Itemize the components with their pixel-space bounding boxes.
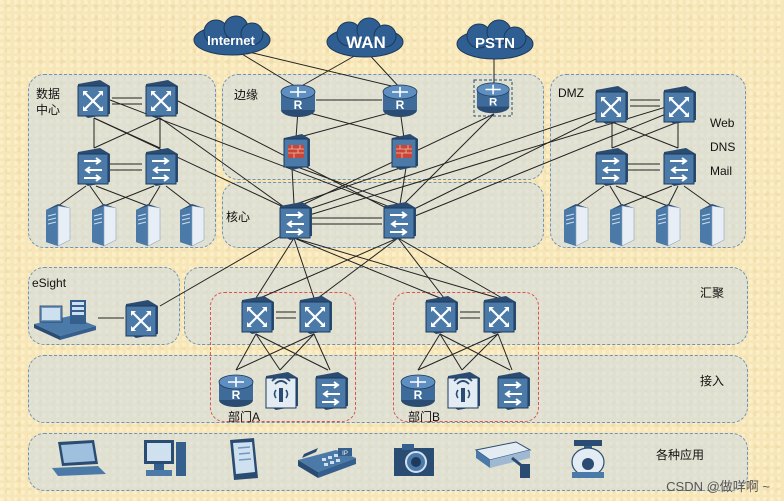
access-label: 接入 (700, 374, 725, 388)
camera-icon (394, 444, 434, 476)
dmz-server-4-icon (699, 203, 725, 247)
wan-label: WAN (346, 33, 386, 52)
aggregation-zone (184, 267, 748, 345)
department-a-label: 部门A (228, 410, 261, 424)
core-switch-1-icon (279, 201, 313, 241)
internet-label: Internet (207, 33, 255, 48)
department-a-zone (210, 292, 356, 422)
edge-label: 边缘 (234, 88, 259, 102)
core-label: 核心 (226, 210, 251, 224)
department-b-zone (393, 292, 539, 422)
voice-router-icon (476, 82, 511, 115)
dmz-l3-switch-2-icon (662, 84, 698, 126)
pstn-label: PSTN (475, 35, 515, 52)
dmz-service-dns: DNS (710, 140, 736, 154)
agg-a-l3-switch-2-icon (298, 294, 334, 336)
dmz-service-mail: Mail (710, 164, 733, 178)
dmz-switch-2-icon (663, 147, 697, 187)
esight-workstation-icon (34, 300, 96, 340)
dc-switch-1-icon (77, 147, 111, 187)
watermark: CSDN @做咩啊 ~ (666, 479, 770, 494)
dc-l3-switch-2-icon (144, 78, 180, 120)
access-a-ap-icon (265, 371, 299, 411)
access-b-router-icon (400, 374, 436, 408)
datacenter-label: 数据 中心 (36, 87, 61, 117)
agg-a-l3-switch-1-icon (240, 294, 276, 336)
core-switch-2-icon (383, 201, 417, 241)
department-b-label: 部门B (408, 410, 441, 424)
access-a-router-icon (218, 374, 254, 408)
dmz-l3-switch-1-icon (594, 84, 630, 126)
access-b-switch-icon (497, 371, 531, 411)
esight-label: eSight (32, 276, 67, 290)
apps-label: 各种应用 (656, 448, 705, 462)
dmz-server-3-icon (655, 203, 681, 247)
esight-l3-switch-icon (124, 298, 160, 340)
dc-switch-2-icon (145, 147, 179, 187)
desktop-pc-icon (144, 440, 186, 476)
tablet-icon (230, 438, 258, 480)
surveillance-camera-icon (474, 441, 532, 478)
edge-router-2-icon (382, 84, 418, 118)
agg-b-l3-switch-2-icon (482, 294, 518, 336)
edge-router-1-icon (280, 84, 316, 118)
ip-phone-icon: IP (298, 448, 356, 478)
access-b-ap-icon (447, 371, 481, 411)
dc-l3-switch-1-icon (76, 78, 112, 120)
dmz-service-web: Web (710, 116, 735, 130)
dc-server-2-icon (91, 203, 117, 247)
firewall-2-icon (391, 133, 419, 171)
access-zone (28, 355, 748, 423)
laptop-icon (52, 440, 106, 476)
dc-server-3-icon (135, 203, 161, 247)
dc-server-4-icon (179, 203, 205, 247)
dmz-server-2-icon (609, 203, 635, 247)
agg-b-l3-switch-1-icon (424, 294, 460, 336)
dc-server-1-icon (45, 203, 71, 247)
svg-text:IP: IP (342, 451, 348, 457)
dmz-switch-1-icon (595, 147, 629, 187)
dmz-label: DMZ (558, 86, 584, 100)
access-a-switch-icon (315, 371, 349, 411)
dmz-server-1-icon (563, 203, 589, 247)
dome-camera-icon (571, 440, 605, 478)
firewall-1-icon (283, 133, 311, 171)
aggregation-label: 汇聚 (700, 286, 725, 300)
